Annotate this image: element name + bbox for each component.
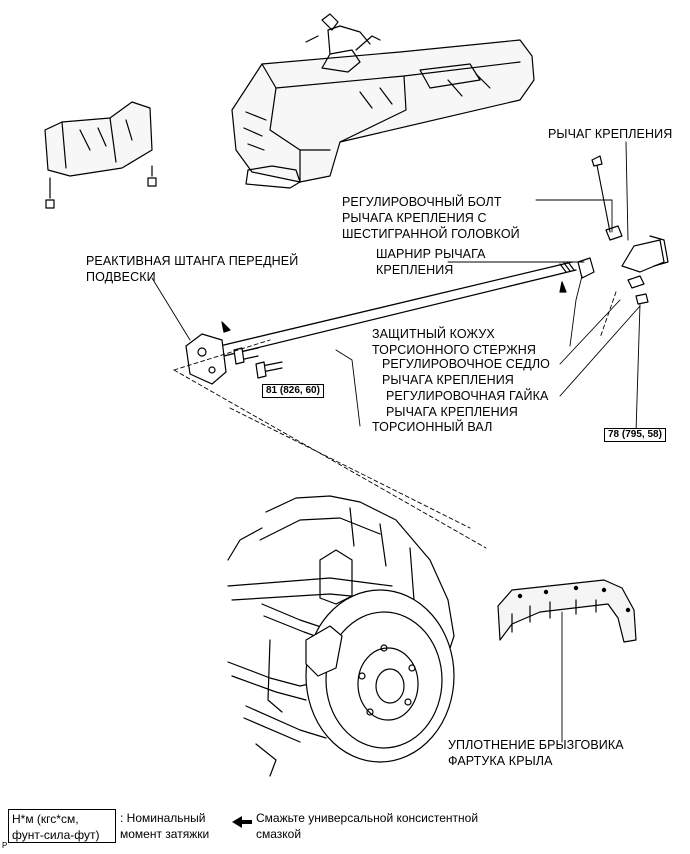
label-lever-joint: ШАРНИР РЫЧАГА КРЕПЛЕНИЯ	[376, 247, 486, 277]
label-splash-shield-seal: УПЛОТНЕНИЕ БРЫЗГОВИКА ФАРТУКА КРЫЛА	[448, 738, 624, 768]
label-mount-lever: РЫЧАГ КРЕПЛЕНИЯ	[548, 127, 673, 141]
torsion-bar-assembly	[185, 155, 669, 385]
fuel-tank-protector-drawing	[44, 101, 157, 209]
label-adjusting-seat: РЕГУЛИРОВОЧНОЕ СЕДЛО РЫЧАГА КРЕПЛЕНИЯ	[382, 357, 550, 387]
label-adjusting-bolt: РЕГУЛИРОВОЧНЫЙ БОЛТ РЫЧАГА КРЕПЛЕНИЯ С Ш…	[342, 195, 520, 241]
corner-mark: P	[2, 841, 8, 850]
legend-torque-description: : Номинальный момент затяжки	[120, 811, 210, 841]
fuel-tank-drawing	[231, 13, 535, 189]
torque-strut-bar-bolts: 81 (826, 60)	[262, 384, 324, 398]
splash-shield-seal-drawing	[497, 579, 637, 643]
label-adjusting-nut: РЕГУЛИРОВОЧНАЯ ГАЙКА РЫЧАГА КРЕПЛЕНИЯ	[386, 389, 549, 419]
alignment-guides	[173, 291, 617, 549]
label-front-strut-bar: РЕАКТИВНАЯ ШТАНГА ПЕРЕДНЕЙ ПОДВЕСКИ	[86, 254, 299, 284]
leader-lines	[151, 141, 641, 743]
label-torsion-bar: ТОРСИОННЫЙ ВАЛ	[372, 420, 493, 434]
label-torsion-boot: ЗАЩИТНЫЙ КОЖУХ ТОРСИОННОГО СТЕРЖНЯ	[372, 327, 537, 357]
vehicle-front-suspension-drawing	[227, 495, 455, 777]
torque-adjusting-nut: 78 (795, 58)	[604, 428, 666, 442]
legend-grease-description: Смажьте универсальной консистентной смаз…	[256, 811, 479, 841]
legend-grease-arrow-icon	[232, 816, 252, 828]
legend-torque-units-box: Н*м (кгс*см, фунт-сила-фут)	[8, 809, 116, 843]
